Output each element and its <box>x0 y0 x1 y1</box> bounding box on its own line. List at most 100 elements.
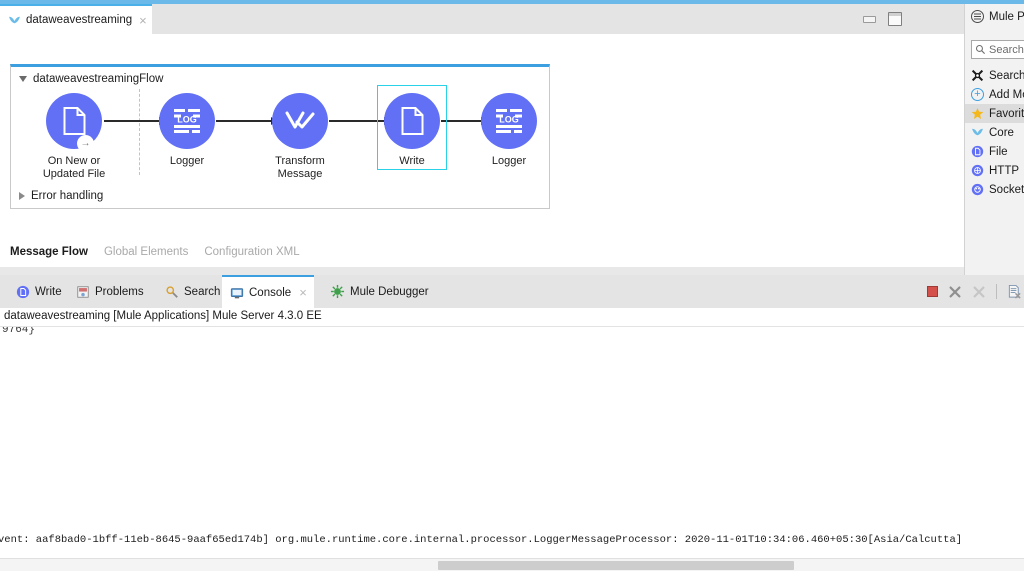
flow-node-on-new-or-updated-file[interactable]: → On New or Updated File <box>31 93 117 181</box>
source-divider <box>139 89 140 175</box>
console-icon <box>230 286 244 300</box>
flow-node-label: On New or Updated File <box>42 155 106 180</box>
tab-search[interactable]: Search <box>157 275 228 308</box>
close-icon[interactable]: × <box>139 12 147 28</box>
flow-node-label: Transform Message <box>275 155 325 180</box>
palette-item-add-modules[interactable]: + Add Modules <box>965 85 1024 104</box>
flow-header[interactable]: dataweavestreamingFlow <box>19 73 163 85</box>
console-toolbar <box>927 275 1022 308</box>
chevron-down-icon[interactable] <box>19 76 27 82</box>
flow-nodes: → On New or Updated File LOG <box>11 85 552 188</box>
tab-mule-debugger[interactable]: Mule Debugger <box>322 275 437 308</box>
flow-node-label: Write <box>399 155 425 167</box>
palette-item-label: Search in Exchange <box>989 69 1024 82</box>
console-output[interactable]: dataweavestreaming [Mule Applications] M… <box>0 308 1024 571</box>
mule-icon <box>971 126 984 139</box>
search-placeholder: Search i <box>989 43 1024 56</box>
console-tab-label: Search <box>184 285 221 298</box>
file-write-icon <box>384 93 440 149</box>
x-faded-icon[interactable] <box>972 285 986 299</box>
tab-global-elements[interactable]: Global Elements <box>103 246 189 258</box>
tab-message-flow[interactable]: Message Flow <box>10 246 88 258</box>
x-icon[interactable] <box>948 285 962 299</box>
palette-item-label: Favorites <box>989 107 1024 120</box>
flow-title: dataweavestreamingFlow <box>33 73 164 85</box>
menu-icon[interactable] <box>971 10 984 23</box>
console-tab-bar: Write Problems Search Console × <box>0 275 1024 308</box>
log-icon: LOG <box>159 93 215 149</box>
console-launch-header: dataweavestreaming [Mule Applications] M… <box>4 310 322 322</box>
console-panel: Write Problems Search Console × <box>0 275 1024 571</box>
chevron-right-icon[interactable] <box>19 192 25 200</box>
editor-subtabs: Message Flow Global Elements Configurati… <box>0 237 964 267</box>
console-tab-label: Problems <box>95 285 144 298</box>
scrollbar-thumb[interactable] <box>438 561 794 570</box>
flow-node-write[interactable]: Write <box>369 85 455 170</box>
trigger-arrow-icon: → <box>77 135 94 152</box>
problems-icon <box>76 285 90 299</box>
palette-title: Mule P <box>989 10 1024 23</box>
palette-item-label: File <box>989 145 1008 158</box>
http-connector-icon <box>971 164 984 177</box>
message-flow-canvas[interactable]: dataweavestreamingFlow → <box>0 34 964 237</box>
exchange-icon <box>971 69 984 82</box>
svg-text:LOG: LOG <box>499 115 519 125</box>
flow-container[interactable]: dataweavestreamingFlow → <box>10 64 550 209</box>
maximize-button[interactable] <box>888 12 902 26</box>
close-icon[interactable]: × <box>299 285 307 300</box>
sockets-connector-icon <box>971 183 984 196</box>
svg-text:LOG: LOG <box>177 115 197 125</box>
palette-header[interactable]: Mule P <box>971 10 1024 23</box>
tab-problems[interactable]: Problems <box>68 275 152 308</box>
console-log-line: vent: aaf8bad0-1bff-11eb-8645-9aaf65ed17… <box>0 534 963 546</box>
file-trigger-icon: → <box>46 93 102 152</box>
error-handling-label: Error handling <box>31 190 104 202</box>
console-horizontal-scrollbar[interactable] <box>0 558 1024 571</box>
search-icon <box>975 44 986 55</box>
toolbar-separator <box>996 284 997 299</box>
palette-item-favorites[interactable]: Favorites <box>965 104 1024 123</box>
tab-console[interactable]: Console × <box>222 275 314 308</box>
file-write-icon <box>16 285 30 299</box>
error-handling-section[interactable]: Error handling <box>19 190 103 202</box>
palette-item-list: Search in Exchange + Add Modules Favorit… <box>965 66 1024 199</box>
clear-document-icon[interactable] <box>1007 284 1022 299</box>
console-clipped-line: 9764} <box>2 327 36 336</box>
mule-icon <box>8 14 21 27</box>
console-text-area[interactable]: 9764} vent: aaf8bad0-1bff-11eb-8645-9aaf… <box>0 327 1024 552</box>
tab-write[interactable]: Write <box>8 275 70 308</box>
top-accent-bar <box>0 0 1024 4</box>
console-tab-label: Console <box>249 286 292 299</box>
search-input[interactable]: Search i <box>971 40 1024 59</box>
flow-node-label: Logger <box>491 155 527 167</box>
flow-node-label: Logger <box>169 155 205 167</box>
palette-item-sockets[interactable]: Sockets <box>965 180 1024 199</box>
palette-item-label: Add Modules <box>989 88 1024 101</box>
plus-circle-icon: + <box>971 88 984 101</box>
file-connector-icon <box>971 145 984 158</box>
flow-node-transform-message[interactable]: Transform Message <box>257 93 343 181</box>
mule-palette-panel: Mule P Search i Search in Exchange + Add… <box>964 4 1024 275</box>
console-tab-label: Mule Debugger <box>350 285 429 298</box>
palette-item-label: HTTP <box>989 164 1020 177</box>
editor-tab-dataweavestreaming[interactable]: dataweavestreaming × <box>0 4 152 34</box>
star-icon <box>971 107 984 120</box>
minimize-button[interactable] <box>863 15 876 23</box>
palette-item-file[interactable]: File <box>965 142 1024 161</box>
tab-configuration-xml[interactable]: Configuration XML <box>204 246 300 258</box>
editor-tab-strip: dataweavestreaming × <box>0 4 964 34</box>
flow-node-logger-2[interactable]: LOG Logger <box>466 93 552 168</box>
palette-item-core[interactable]: Core <box>965 123 1024 142</box>
stop-square-icon[interactable] <box>927 286 938 297</box>
flow-node-logger-1[interactable]: LOG Logger <box>144 93 230 168</box>
mule-debugger-icon <box>330 284 345 299</box>
palette-item-label: Sockets <box>989 183 1024 196</box>
search-pencil-icon <box>165 285 179 299</box>
log-icon: LOG <box>481 93 537 149</box>
console-tab-label: Write <box>35 285 62 298</box>
palette-item-http[interactable]: HTTP <box>965 161 1024 180</box>
palette-item-label: Core <box>989 126 1014 139</box>
palette-item-search-in-exchange[interactable]: Search in Exchange <box>965 66 1024 85</box>
window-controls <box>863 4 902 34</box>
